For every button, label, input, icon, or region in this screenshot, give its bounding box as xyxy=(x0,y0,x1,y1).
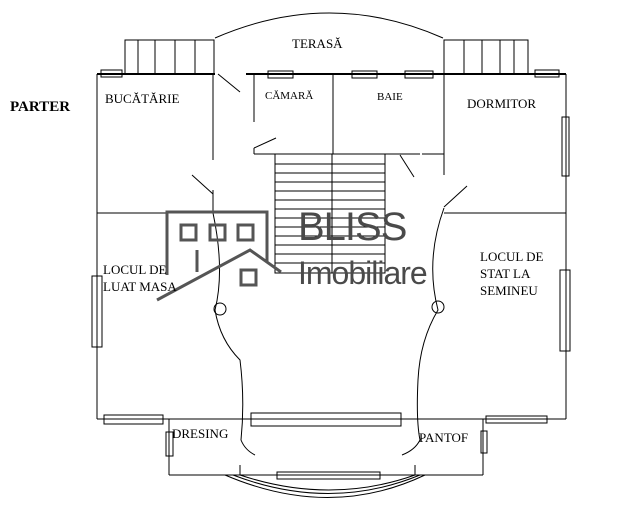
left-terrace-stairs xyxy=(124,39,215,75)
room-label-shoe-room: PANTOF xyxy=(419,430,469,445)
room-label-living-3: SEMINEU xyxy=(480,283,538,298)
room-label-bathroom: BAIE xyxy=(377,91,403,103)
room-label-bedroom: DORMITOR xyxy=(467,96,537,111)
watermark-brand: BLISS xyxy=(298,205,407,249)
room-label-dining-2: LUAT MASA xyxy=(103,279,177,294)
room-label-pantry: CĂMARĂ xyxy=(265,90,314,102)
right-terrace-stairs xyxy=(443,39,529,75)
floor-label: PARTER xyxy=(10,99,71,115)
staircase xyxy=(274,153,386,274)
room-label-dressing: DRESING xyxy=(172,426,229,441)
room-label-living-2: STAT LA xyxy=(480,266,531,281)
room-label-terrace: TERASĂ xyxy=(292,36,343,51)
room-label-kitchen: BUCĂTĂRIE xyxy=(105,91,180,106)
watermark-logo-icon xyxy=(156,210,282,302)
curved-partitions xyxy=(212,207,445,475)
entrance-steps xyxy=(224,474,426,498)
room-label-living-1: LOCUL DE xyxy=(480,249,544,264)
watermark-subtitle: Imobiliare xyxy=(298,255,428,291)
room-label-dining-1: LOCUL DE xyxy=(103,262,167,277)
windows xyxy=(91,69,571,480)
terrace-outline xyxy=(214,12,444,39)
outer-walls xyxy=(96,73,567,476)
